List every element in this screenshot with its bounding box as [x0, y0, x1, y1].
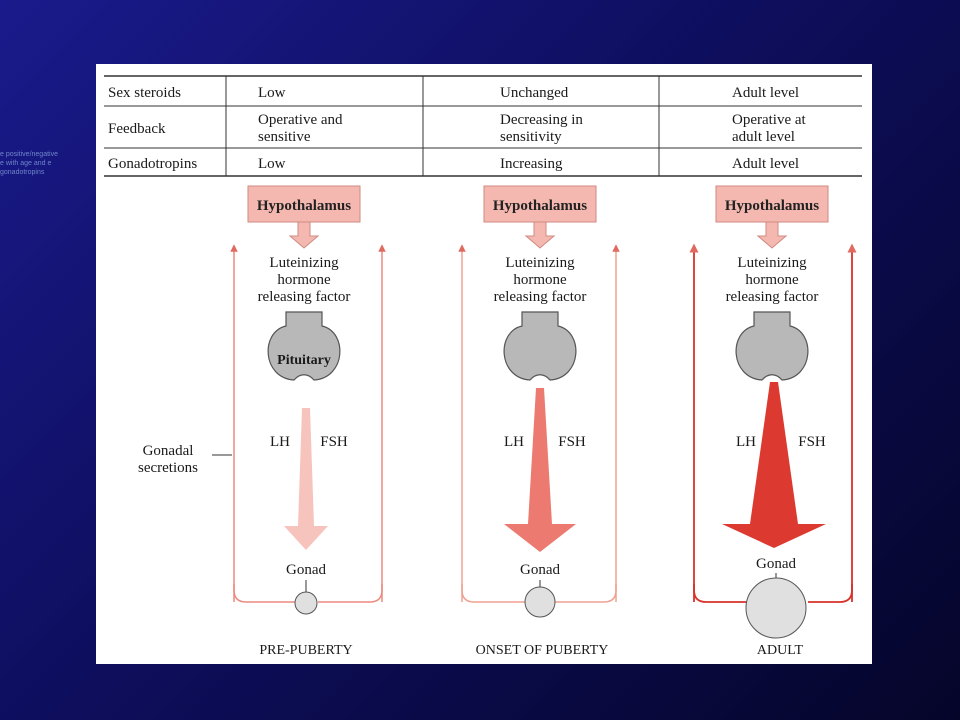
stage-label-adult: ADULT [757, 643, 804, 658]
hypothalamus-label: Hypothalamus [257, 198, 351, 214]
stray-text-line: gonadotropins [0, 169, 45, 176]
stray-text-line: e with age and e [0, 160, 52, 167]
feedback-loop-bottom-left [233, 584, 298, 603]
hypothalamus-label: Hypothalamus [725, 198, 819, 214]
gonad-icon [294, 591, 318, 615]
gonadotropin-arrow [284, 408, 328, 550]
fsh-label: FSH [558, 434, 586, 450]
feedback-loop-bottom-right [318, 584, 383, 603]
gonad-label: Gonad [520, 562, 560, 578]
releasing-factor-line: Luteinizing [737, 255, 807, 271]
lh-label: LH [504, 434, 524, 450]
hypothalamus-label: Hypothalamus [493, 198, 587, 214]
releasing-factor-line: hormone [745, 272, 799, 288]
column-pre-puberty: Hypothalamus Luteinizing hormone releasi… [230, 185, 386, 658]
stray-text-line: e positive/negative [0, 151, 58, 158]
gonadal-secretions-label: Gonadal [143, 443, 194, 459]
comparison-table: Sex steroids Feedback Gonadotropins Low … [104, 75, 862, 177]
row-label-gonadotropins: Gonadotropins [108, 156, 197, 172]
gonadal-secretions-label: secretions [138, 460, 198, 476]
releasing-factor-line: releasing factor [726, 289, 819, 305]
pituitary-icon [735, 311, 809, 381]
releasing-factor-line: hormone [513, 272, 567, 288]
releasing-factor-line: releasing factor [494, 289, 587, 305]
hypothalamus-box [247, 185, 361, 223]
lh-label: LH [270, 434, 290, 450]
column-onset-of-puberty: Hypothalamus Luteinizing hormone releasi… [458, 185, 620, 658]
down-arrow-small [288, 221, 320, 249]
cell-sex-steroids-onset: Unchanged [500, 85, 569, 101]
stage-label-onset-of-puberty: ONSET OF PUBERTY [476, 643, 609, 658]
pituitary-icon [503, 311, 577, 381]
row-label-feedback: Feedback [108, 121, 166, 137]
feedback-loop-bottom-right [554, 584, 617, 603]
feedback-loop-bottom-right [808, 584, 853, 603]
lh-label: LH [736, 434, 756, 450]
cell-sex-steroids-adult: Adult level [732, 85, 799, 101]
feedback-loop-bottom-left [461, 584, 526, 603]
row-label-sex-steroids: Sex steroids [108, 85, 181, 101]
diagram-panel: Sex steroids Feedback Gonadotropins Low … [96, 64, 872, 664]
fsh-label: FSH [798, 434, 826, 450]
releasing-factor-line: releasing factor [258, 289, 351, 305]
fsh-label: FSH [320, 434, 348, 450]
cell-gonadotropins-adult: Adult level [732, 156, 799, 172]
gonad-icon [524, 586, 556, 618]
releasing-factor-line: hormone [277, 272, 331, 288]
down-arrow-small [756, 221, 788, 249]
pituitary-label: Pituitary [277, 353, 331, 368]
column-adult: Hypothalamus Luteinizing hormone releasi… [689, 185, 857, 658]
feedback-loop-bottom-left [693, 584, 748, 603]
cell-sex-steroids-pre: Low [258, 85, 286, 101]
stray-side-text: e positive/negative e with age and e gon… [0, 150, 96, 177]
gonadotropin-arrow [722, 382, 826, 548]
down-arrow-small [524, 221, 556, 249]
gonadotropin-arrow [504, 388, 576, 552]
gonad-label: Gonad [286, 562, 326, 578]
cell-gonadotropins-pre: Low [258, 156, 286, 172]
pituitary-icon [267, 311, 341, 381]
releasing-factor-line: Luteinizing [269, 255, 339, 271]
cell-gonadotropins-onset: Increasing [500, 156, 563, 172]
stage-label-pre-puberty: PRE-PUBERTY [259, 643, 352, 658]
gonad-icon [745, 577, 807, 639]
puberty-diagram: Sex steroids Feedback Gonadotropins Low … [104, 75, 862, 658]
gonad-label: Gonad [756, 556, 796, 572]
releasing-factor-line: Luteinizing [505, 255, 575, 271]
